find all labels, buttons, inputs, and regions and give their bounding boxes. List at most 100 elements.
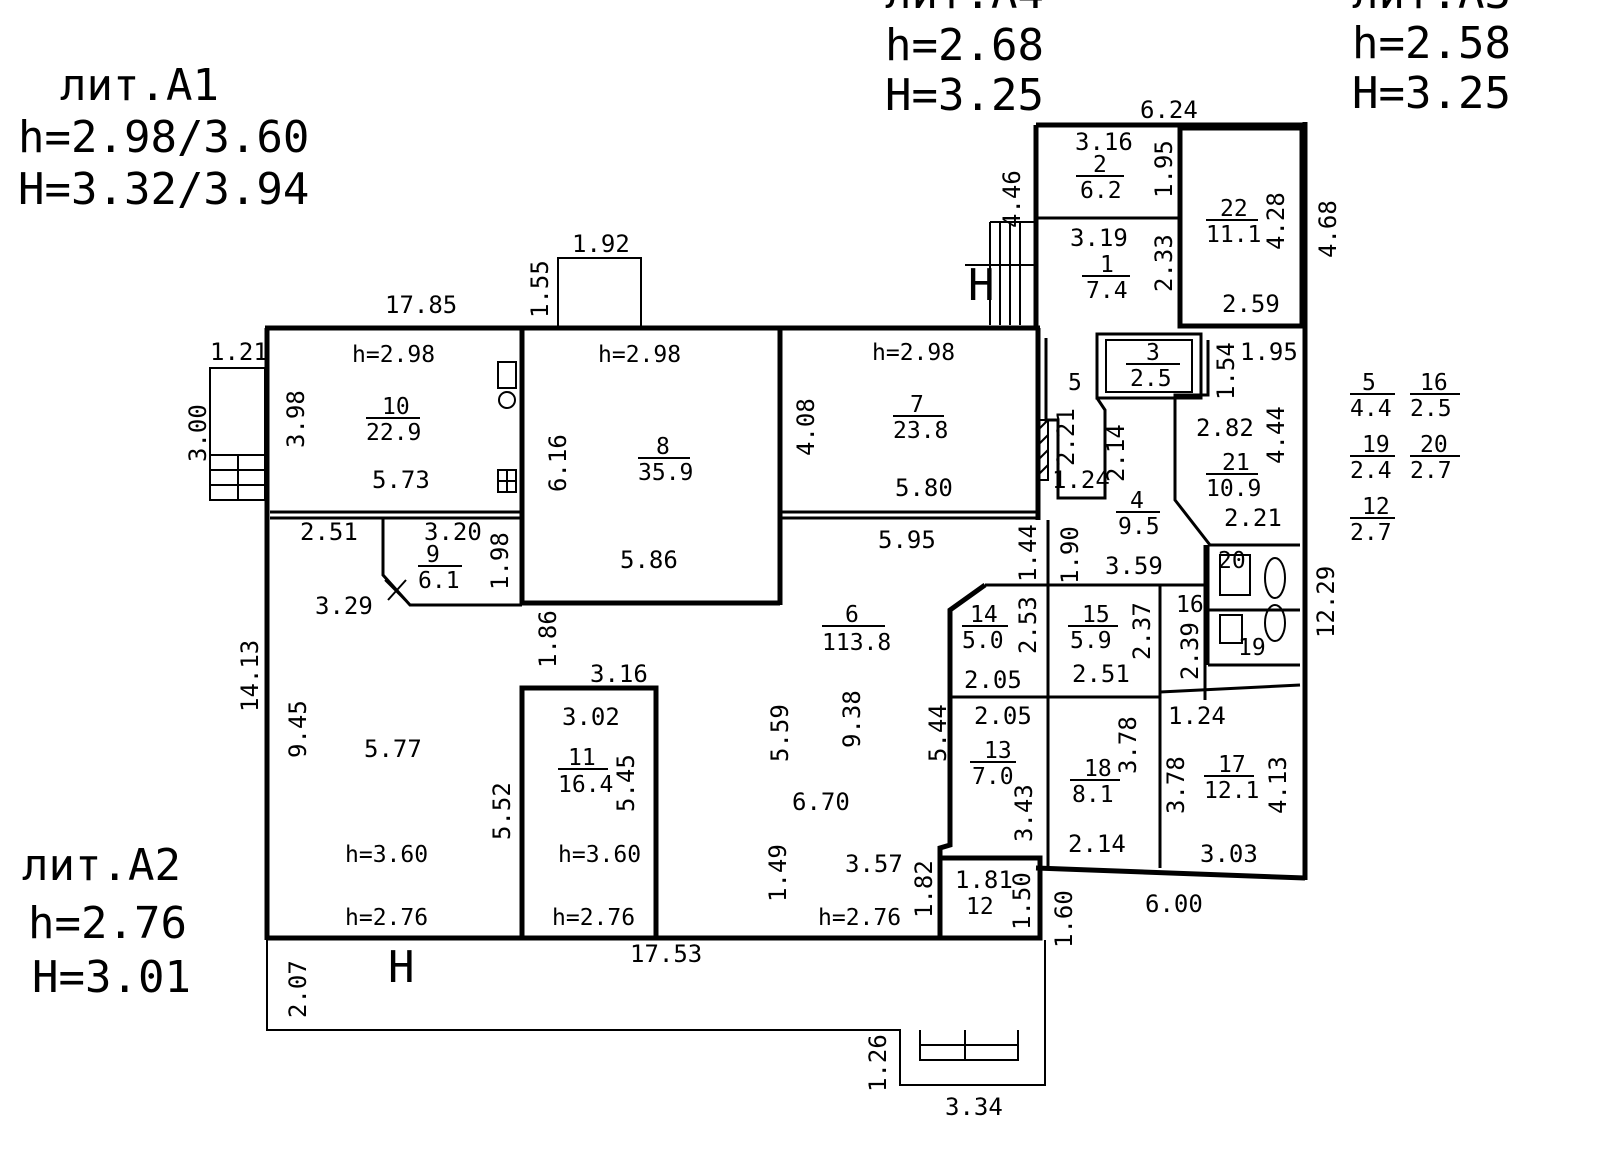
room-2-label: 26.2 — [1076, 152, 1124, 204]
plan-label: 2.7 — [1350, 520, 1392, 546]
room-1-label: 17.4 — [1082, 252, 1130, 304]
plan-label: 2.14 — [1102, 424, 1130, 482]
plan-label: 10.9 — [1206, 476, 1261, 502]
plan-label: 1 — [1100, 252, 1114, 278]
plan-label: 7 — [910, 392, 924, 418]
plan-label: 12 — [1362, 494, 1390, 520]
plan-label: 5.95 — [878, 526, 936, 554]
liter-a2-h: h=2.76 — [28, 898, 187, 949]
plan-label: 6.1 — [418, 568, 460, 594]
plan-label: h=2.76 — [345, 905, 428, 931]
plan-label: 8.1 — [1072, 782, 1114, 808]
plan-label: 2.59 — [1222, 290, 1280, 318]
plan-label: 3.57 — [845, 850, 903, 878]
height-labels: h=2.98 h=2.98 h=2.98 h=3.60 h=3.60 h=2.7… — [345, 340, 955, 931]
plan-label: 2.05 — [964, 666, 1022, 694]
plan-label: 5.0 — [962, 628, 1004, 654]
plan-label: 3.16 — [1075, 128, 1133, 156]
plan-label: 6.2 — [1080, 178, 1122, 204]
plan-label: 7.4 — [1086, 278, 1128, 304]
plan-label: 1.21 — [210, 338, 268, 366]
plan-label: 4.08 — [792, 398, 820, 456]
plan-label: 1.26 — [864, 1034, 892, 1092]
plan-label: 2.07 — [284, 960, 312, 1018]
plan-label: 12.1 — [1204, 778, 1259, 804]
plan-label: 3.20 — [424, 518, 482, 546]
plan-label: 4.46 — [998, 170, 1026, 228]
plan-label: 2.39 — [1176, 622, 1204, 680]
plan-label: 16 — [1420, 370, 1448, 396]
plan-label: 14 — [970, 602, 998, 628]
plan-label: 2 — [1093, 152, 1107, 178]
liter-top-mid-H: H=3.25 — [885, 70, 1044, 121]
plan-label: 4.28 — [1262, 192, 1290, 250]
plan-label: 20 — [1420, 432, 1448, 458]
plan-label: 7.0 — [972, 764, 1014, 790]
walls — [209, 122, 1308, 1086]
plan-label: 9.38 — [838, 690, 866, 748]
plan-label: 1.95 — [1240, 338, 1298, 366]
plan-label: 3.19 — [1070, 224, 1128, 252]
plan-label: 2.21 — [1224, 504, 1282, 532]
plan-label: 1.90 — [1056, 526, 1084, 584]
plan-label: 18 — [1084, 756, 1112, 782]
plan-label: 8 — [656, 434, 670, 460]
liter-top-right-name: лит.А3 — [1352, 0, 1511, 19]
plan-label: 5.52 — [488, 782, 516, 840]
plan-label: 5.80 — [895, 474, 953, 502]
plan-label: 4.44 — [1262, 406, 1290, 464]
plan-label: 2.51 — [300, 518, 358, 546]
plan-label: 1.24 — [1052, 466, 1110, 494]
plan-label: 21 — [1222, 450, 1250, 476]
room-3-label: 32.5 — [1126, 340, 1180, 392]
plan-label: 1.24 — [1168, 702, 1226, 730]
room-19-label: 19 — [1238, 635, 1266, 661]
plan-label: 3.29 — [315, 592, 373, 620]
plan-label: 3.34 — [945, 1093, 1003, 1121]
liter-top-mid-h: h=2.68 — [885, 20, 1044, 71]
plan-label: 6 — [845, 602, 859, 628]
room-8-label: 835.9 — [638, 434, 693, 486]
plan-label: 35.9 — [638, 460, 693, 486]
plan-label: 2.21 — [1052, 408, 1080, 466]
plan-label: 2.82 — [1196, 414, 1254, 442]
plan-label: 9.45 — [284, 700, 312, 758]
plan-label: 9.5 — [1118, 514, 1160, 540]
room-16-label: 16 — [1176, 592, 1204, 618]
plan-label: 3.78 — [1162, 756, 1190, 814]
plan-label: 3.00 — [184, 404, 212, 462]
plan-label: 17.85 — [385, 291, 457, 319]
room-7-label: 723.8 — [893, 392, 948, 444]
plan-label: 11 — [568, 745, 596, 771]
plan-label: 3.59 — [1105, 552, 1163, 580]
entry-mark-bottom: Н — [388, 942, 415, 993]
plan-label: 17.53 — [630, 940, 702, 968]
plan-label: 17 — [1218, 752, 1246, 778]
liter-a2-H: H=3.01 — [32, 952, 191, 1003]
room-4-label: 49.5 — [1116, 488, 1160, 540]
plan-label: 3.02 — [562, 703, 620, 731]
plan-label: 6.24 — [1140, 96, 1198, 124]
plan-label: 1.95 — [1150, 140, 1178, 198]
plan-label: 9 — [426, 542, 440, 568]
plan-label: 5.9 — [1070, 628, 1112, 654]
plan-label: 1.86 — [534, 610, 562, 668]
room-9-label: 96.1 — [418, 542, 462, 594]
plan-label: 2.7 — [1410, 458, 1452, 484]
plan-label: h=3.60 — [345, 842, 428, 868]
room-15-label: 155.9 — [1068, 602, 1118, 654]
liter-top-mid-name: лит.А4 — [885, 0, 1044, 19]
plan-label: 4.13 — [1264, 756, 1292, 814]
plan-label: h=2.76 — [818, 905, 901, 931]
plan-label: 2.5 — [1130, 366, 1172, 392]
plan-label: 6.70 — [792, 788, 850, 816]
plan-label: 1.92 — [572, 230, 630, 258]
plan-label: h=3.60 — [558, 842, 641, 868]
entry-mark-top: Н — [968, 260, 995, 311]
room-18-label: 188.1 — [1070, 756, 1120, 808]
